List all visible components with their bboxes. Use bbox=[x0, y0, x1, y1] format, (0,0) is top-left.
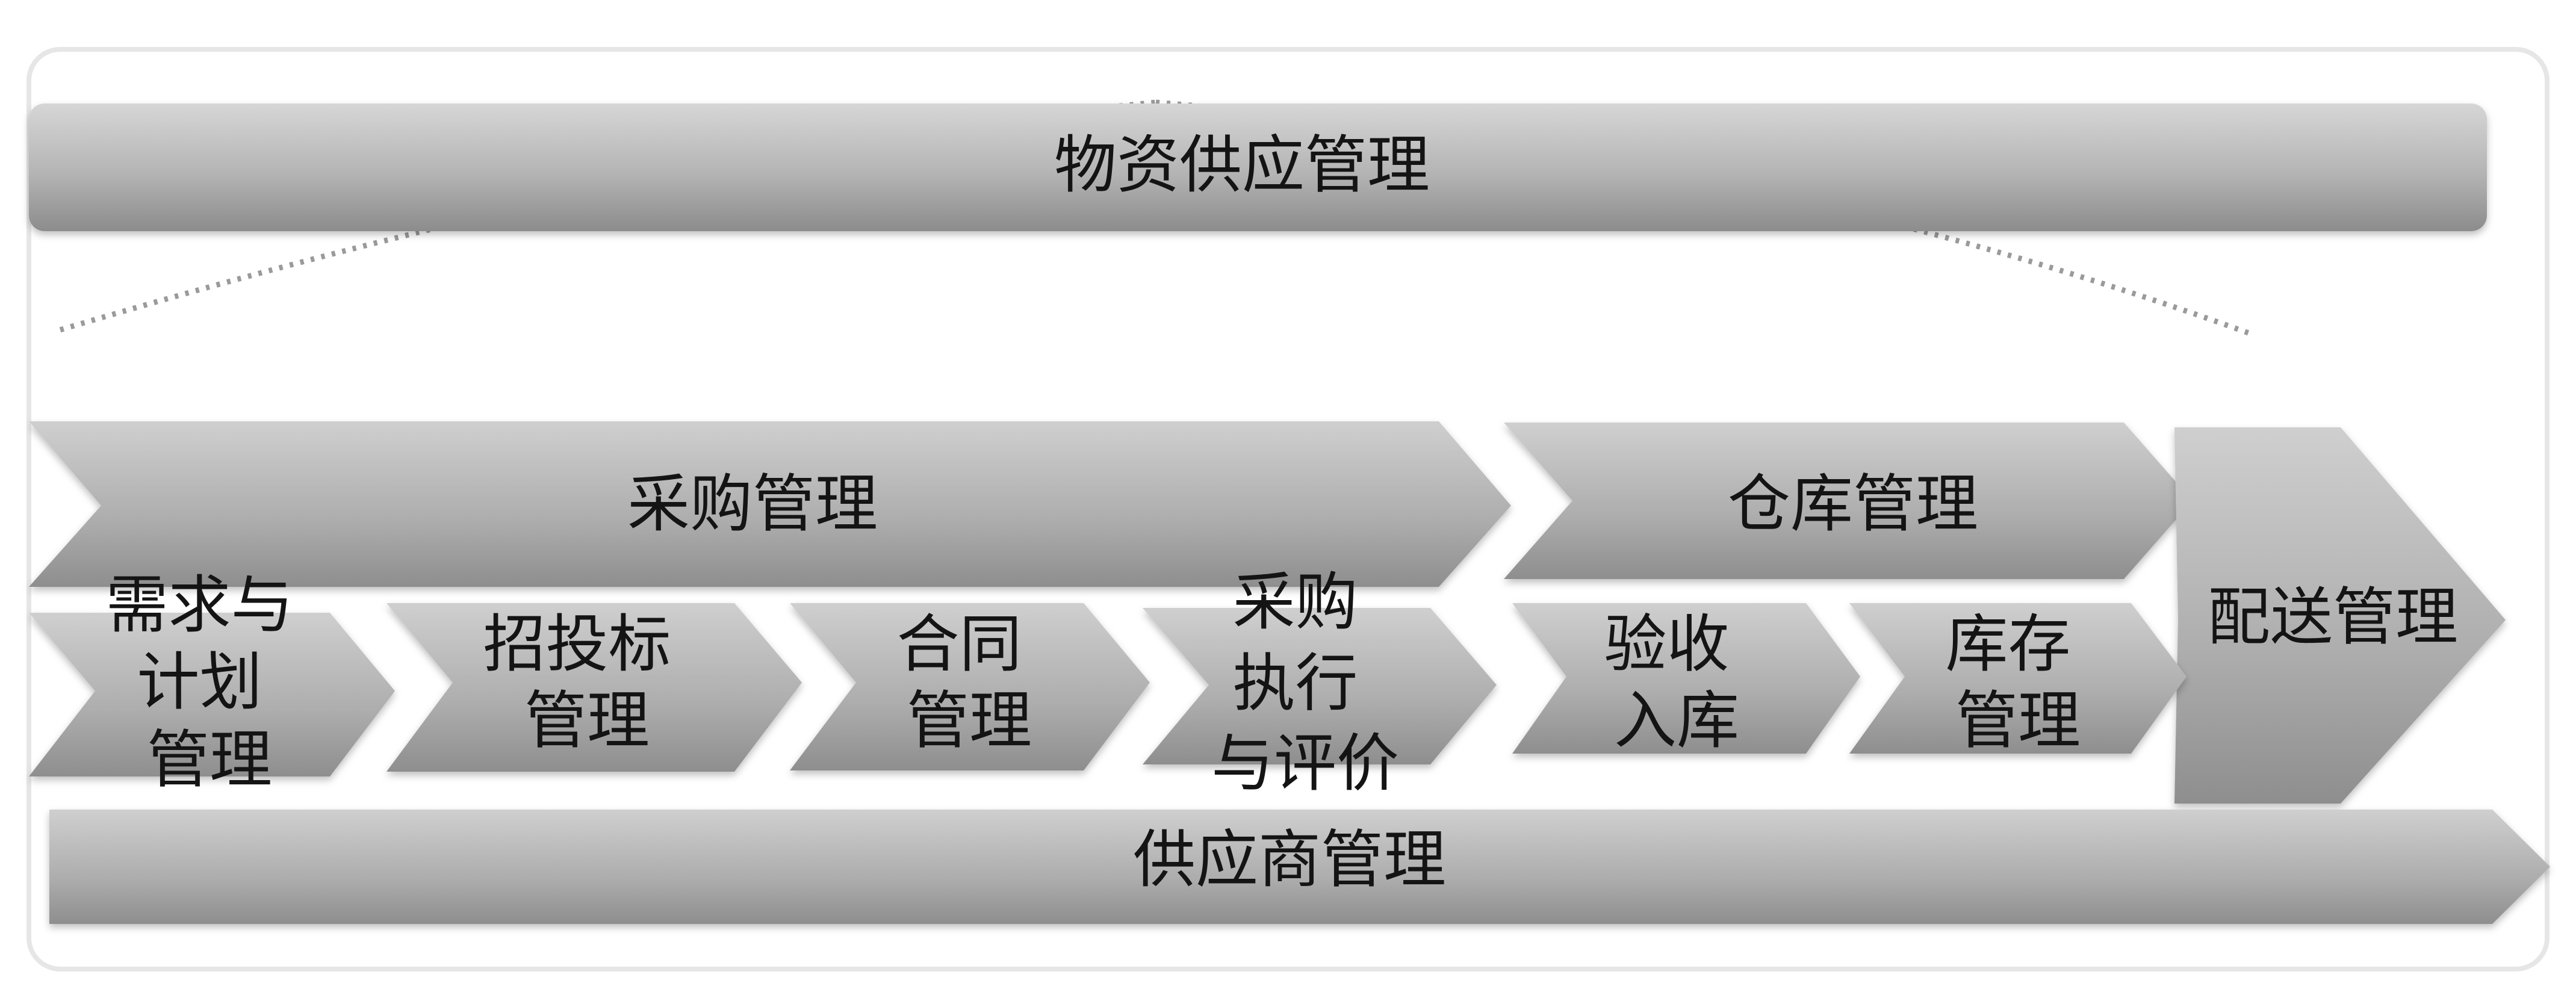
warehouse-label: 仓库管理 bbox=[1728, 467, 1978, 541]
distribution-label: 配送管理 bbox=[2208, 580, 2458, 654]
outer-frame bbox=[26, 47, 2550, 971]
step-label-demand-planning: 需求与 计划 管理 bbox=[105, 568, 313, 796]
procurement-chevron bbox=[29, 421, 1511, 587]
step-chevron-execution-evaluation bbox=[1143, 608, 1497, 764]
warehouse-chevron bbox=[1504, 423, 2193, 579]
supplier-arrow bbox=[49, 810, 2550, 924]
procurement-label: 采购管理 bbox=[627, 467, 878, 541]
step-label-inventory: 库存 管理 bbox=[1945, 607, 2090, 757]
step-chevron-bidding bbox=[386, 603, 802, 772]
distribution-chevron bbox=[2174, 427, 2506, 804]
step-label-execution-evaluation: 采购 执行 与评价 bbox=[1211, 565, 1399, 800]
top-bar-label: 物资供应管理 bbox=[1054, 128, 1430, 202]
supplier-label: 供应商管理 bbox=[1133, 823, 1446, 896]
top-bar bbox=[29, 104, 2487, 231]
step-chevron-inventory bbox=[1849, 603, 2186, 754]
step-chevron-contract bbox=[790, 603, 1150, 770]
step-chevron-demand-planning bbox=[29, 613, 395, 776]
step-label-receiving: 验收 入库 bbox=[1604, 607, 1749, 757]
step-label-contract: 合同 管理 bbox=[896, 607, 1041, 757]
step-chevron-receiving bbox=[1512, 603, 1860, 754]
step-label-bidding: 招投标 管理 bbox=[483, 607, 691, 757]
